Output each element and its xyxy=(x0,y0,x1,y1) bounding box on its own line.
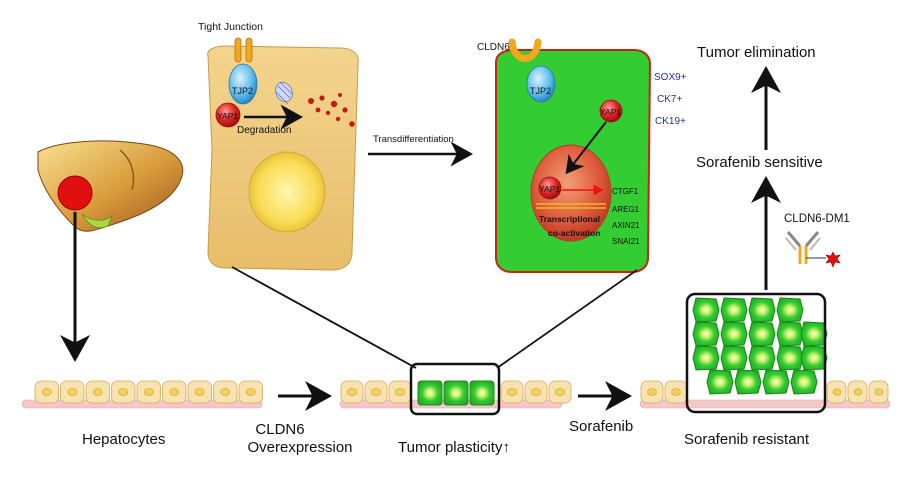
cell-nucleus xyxy=(169,388,180,396)
plasticity-tumor-cells xyxy=(417,380,495,406)
cldn6-label-top: CLDN6 xyxy=(477,42,510,53)
target-genes-list: CTGF1 AREG1 AXIN21 SNAI21 xyxy=(612,187,640,246)
tumor-cell xyxy=(692,345,720,371)
gene-areg1: AREG1 xyxy=(612,205,640,214)
antibody-drug-conjugate-icon xyxy=(785,231,841,268)
yap1-label-nucleus: YAP1 xyxy=(539,184,560,194)
tumor-cell xyxy=(776,297,804,323)
cell-nucleus xyxy=(647,388,657,396)
cell-nucleus xyxy=(347,388,357,396)
tight-junction-icon xyxy=(234,37,253,63)
yap1-protein-nucleus xyxy=(538,176,562,200)
tumor-plasticity-label: Tumor plasticity↑ xyxy=(398,439,510,456)
cell-nucleus xyxy=(853,388,863,396)
cell-nucleus xyxy=(507,388,517,396)
marker-sox9: SOX9+ xyxy=(654,72,687,83)
tumor-cell xyxy=(720,321,748,347)
resistant-highlight-box xyxy=(685,292,827,414)
yap1-protein-left xyxy=(215,102,241,128)
tumor-cell xyxy=(469,380,495,406)
degraded-fragments xyxy=(308,93,355,127)
tumor-cell xyxy=(720,345,748,371)
zoom-line-left xyxy=(231,266,417,369)
gene-axin21: AXIN21 xyxy=(612,221,640,230)
gene-snai21: SNAI21 xyxy=(612,237,640,246)
tumor-cell xyxy=(776,345,804,371)
yap1-label-left: YAP1 xyxy=(217,111,238,121)
tumor-cell xyxy=(443,380,469,406)
tumor-cell xyxy=(790,369,818,395)
hepatocytes-label: Hepatocytes xyxy=(82,431,165,448)
payload-star-icon xyxy=(825,251,841,268)
cldn6-protein-icon xyxy=(508,38,542,62)
cell-nucleus xyxy=(395,388,405,396)
tumor-cell xyxy=(706,369,734,395)
degradation-label: Degradation xyxy=(237,125,291,136)
cldn6-overexpression-label-line1: CLDN6 xyxy=(255,421,304,438)
cell-nucleus xyxy=(671,388,681,396)
cldn6-dm1-label: CLDN6-DM1 xyxy=(784,213,850,225)
gene-ctgf1: CTGF1 xyxy=(612,187,639,196)
cell-nucleus xyxy=(194,388,205,396)
tjp2-protein-left xyxy=(228,63,258,105)
tumor-cell xyxy=(748,297,776,323)
tumor-cell xyxy=(748,321,776,347)
cell-nucleus xyxy=(67,388,78,396)
tumor-cell xyxy=(692,297,720,323)
yap1-translocation-arrow xyxy=(565,121,607,175)
tumor-elimination-label: Tumor elimination xyxy=(697,44,816,61)
marker-ck19: CK19+ xyxy=(655,116,686,127)
resistant-strip xyxy=(639,380,891,409)
cell-nucleus xyxy=(41,388,52,396)
tumor-cell xyxy=(720,297,748,323)
cell-nucleus xyxy=(874,388,884,396)
marker-list: SOX9+ CK7+ CK19+ xyxy=(654,72,687,127)
cell-nucleus xyxy=(220,388,231,396)
cell-nucleus xyxy=(245,388,256,396)
tjp2-label-left: TJP2 xyxy=(232,86,253,96)
tumor-cell xyxy=(800,321,828,347)
cell-nucleus xyxy=(118,388,129,396)
transcriptional-label: Transcriptional xyxy=(539,214,600,224)
liver-icon xyxy=(37,140,184,232)
tumor-cell xyxy=(748,345,776,371)
hepatocyte-strip xyxy=(21,380,263,409)
tumor-cell xyxy=(692,321,720,347)
sorafenib-label: Sorafenib xyxy=(569,418,633,435)
cldn6-overexpression-label-line2: Overexpression xyxy=(247,439,352,456)
cell-nucleus xyxy=(143,388,154,396)
cell-nucleus xyxy=(92,388,103,396)
cell-nucleus xyxy=(531,388,541,396)
tumor-cell xyxy=(762,369,790,395)
cell-nucleus xyxy=(555,388,565,396)
cell-nucleus xyxy=(832,388,842,396)
cell-nucleus xyxy=(371,388,381,396)
plasticity-highlight-box xyxy=(409,362,501,416)
tumor-cell xyxy=(800,345,828,371)
tumor-cell xyxy=(776,321,804,347)
transdifferentiation-label: Transdifferentiation xyxy=(373,134,454,145)
marker-ck7: CK7+ xyxy=(657,94,682,105)
tight-junction-label: Tight Junction xyxy=(198,21,263,33)
tjp2-protein-right xyxy=(526,65,556,103)
coactivation-label: co-activation xyxy=(548,228,600,238)
sorafenib-resistant-label: Sorafenib resistant xyxy=(684,431,810,448)
sorafenib-sensitive-label: Sorafenib sensitive xyxy=(696,154,823,171)
tjp2-label-right: TJP2 xyxy=(530,86,551,96)
resistant-tumor-cluster xyxy=(692,297,828,395)
tumor-cell xyxy=(734,369,762,395)
yap1-label-cytoplasm: YAP1 xyxy=(600,107,621,117)
tumor-cell xyxy=(417,380,443,406)
zoom-line-right xyxy=(496,269,638,369)
yap1-protein-cytoplasm xyxy=(599,99,623,123)
proteasome-icon xyxy=(275,81,293,105)
